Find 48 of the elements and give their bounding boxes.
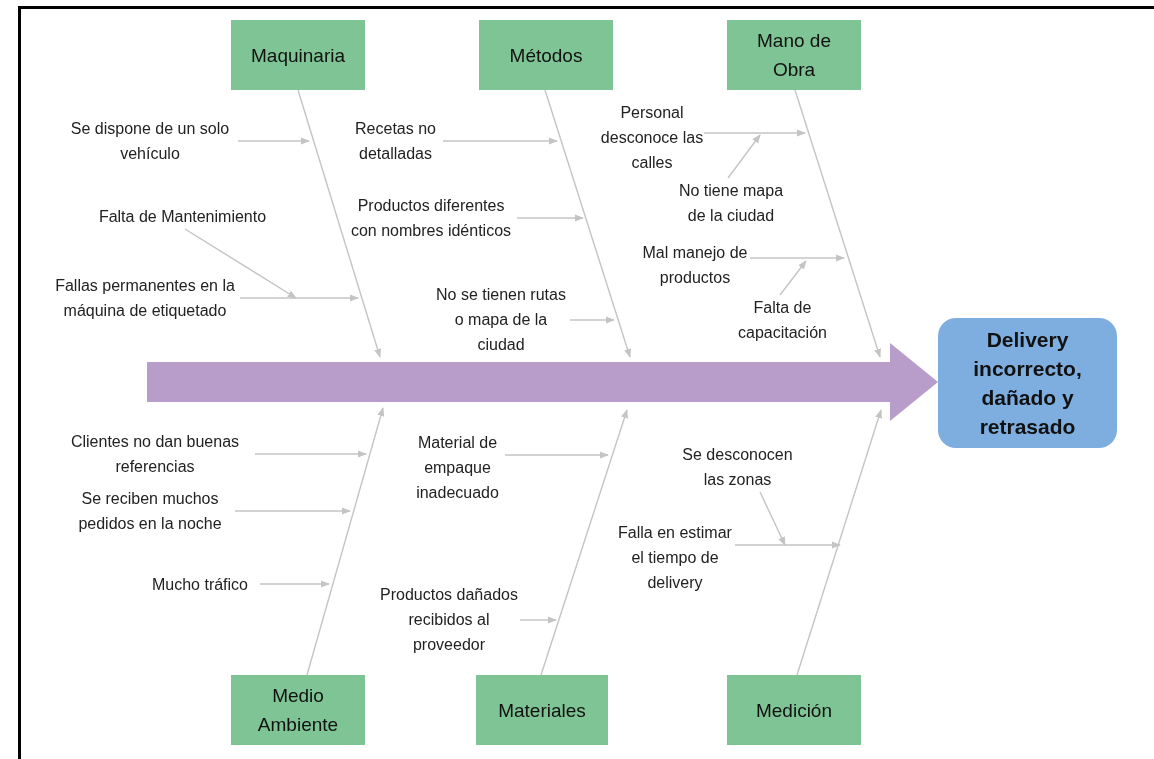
category-box: Métodos [479, 20, 613, 90]
arrow [516, 214, 584, 222]
cause-text: Material de empaque inadecuado [410, 430, 505, 505]
arrow [259, 580, 330, 588]
cause-text: Clientes no dan buenas referencias [55, 429, 255, 479]
bone-arrow [297, 89, 382, 358]
arrow [779, 260, 807, 296]
bone-arrow [306, 407, 385, 676]
category-box: Maquinaria [231, 20, 365, 90]
cause-text: Falta de Mantenimiento [90, 203, 275, 229]
arrow [504, 451, 609, 459]
arrow [239, 294, 359, 302]
cause-text: Personal desconoce las calles [600, 100, 704, 175]
arrow [184, 228, 297, 299]
arrow [237, 137, 310, 145]
arrow [749, 254, 845, 262]
bone-arrow [540, 409, 628, 676]
arrow [703, 129, 806, 137]
cause-text: Se reciben muchos pedidos en la noche [65, 486, 235, 536]
spine-arrow [147, 343, 938, 421]
cause-text: Se desconocen las zonas [675, 442, 800, 492]
category-box: Medición [727, 675, 861, 745]
arrow [442, 137, 558, 145]
bone-arrow [796, 409, 882, 676]
bone-arrow [794, 89, 881, 358]
arrow [759, 491, 786, 546]
arrow [727, 134, 761, 179]
cause-text: Productos diferentes con nombres idénticos [345, 193, 517, 243]
category-box: Mano de Obra [727, 20, 861, 90]
cause-text: Se dispone de un solo vehículo [62, 116, 238, 166]
cause-text: No se tienen rutas o mapa de la ciudad [432, 282, 570, 357]
cause-text: Mucho tráfico [140, 571, 260, 597]
cause-text: Recetas no detalladas [348, 116, 443, 166]
category-box: Medio Ambiente [231, 675, 365, 745]
category-box: Materiales [476, 675, 608, 745]
arrow [734, 541, 841, 549]
cause-text: Falla en estimar el tiempo de delivery [615, 520, 735, 595]
arrow [234, 507, 351, 515]
effect-box: Delivery incorrecto, dañado y retrasado [938, 318, 1117, 448]
arrow [519, 616, 557, 624]
cause-text: No tiene mapa de la ciudad [672, 178, 790, 228]
cause-text: Productos dañados recibidos al proveedor [378, 582, 520, 657]
arrow [254, 450, 367, 458]
cause-text: Falta de capacitación [730, 295, 835, 345]
arrow [569, 316, 615, 324]
cause-text: Mal manejo de productos [640, 240, 750, 290]
bone-arrow [544, 89, 631, 358]
cause-text: Fallas permanentes en la máquina de etiquetado [50, 273, 240, 323]
